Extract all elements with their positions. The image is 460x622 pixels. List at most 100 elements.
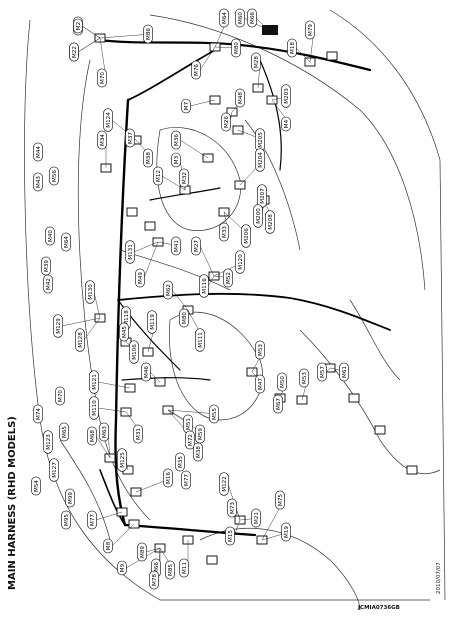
connector-label-18: M205 xyxy=(255,128,265,152)
connector-label-31: M40 xyxy=(45,226,55,246)
connector-label-text: M40 xyxy=(48,230,54,242)
connector-label-text: M120 xyxy=(238,254,244,270)
connector-label-92: M21 xyxy=(251,508,261,528)
leader-line-43 xyxy=(133,241,159,253)
connector-label-59: M53 xyxy=(299,368,309,388)
connector-label-pill xyxy=(61,510,71,530)
connector-label-28: M204 xyxy=(255,148,265,172)
connector-label-65: M57 xyxy=(317,362,327,382)
connector-label-pill xyxy=(33,172,43,192)
connector-label-pill xyxy=(143,148,153,168)
connector-label-text: M61 xyxy=(342,366,348,378)
figure-code: JCMIA0736GB xyxy=(358,605,400,611)
connector-label-text: M53 xyxy=(258,344,264,356)
leader-line-24 xyxy=(161,175,186,191)
body-outline-8 xyxy=(59,439,111,541)
leader-line-93 xyxy=(111,523,135,547)
leader-line-91 xyxy=(95,511,123,521)
connector-label-10: M70 xyxy=(97,68,107,88)
connector-label-pill xyxy=(273,394,283,414)
connector-label-40: M64 xyxy=(61,232,71,252)
connector-label-3: M64 xyxy=(219,8,229,28)
connector-label-12: M76 xyxy=(191,60,201,80)
connector-label-19: M34 xyxy=(97,130,107,150)
connector-label-text: M36 xyxy=(174,134,180,146)
connector-label-text: M208 xyxy=(268,214,274,230)
connector-body-14 xyxy=(126,207,138,217)
connector-label-94: M19 xyxy=(281,522,291,542)
connector-label-text: M74 xyxy=(36,408,42,420)
connector-label-pill xyxy=(255,374,265,394)
connector-label-85: M77 xyxy=(181,470,191,490)
connector-label-pill xyxy=(119,322,129,342)
body-outline-7 xyxy=(199,527,361,611)
connector-label-text: M9 xyxy=(120,563,126,572)
connector-label-text: M38 xyxy=(196,446,202,458)
connector-label-text: M207 xyxy=(260,188,266,204)
connector-label-pill xyxy=(281,116,291,132)
leader-line-5 xyxy=(255,17,269,31)
connector-label-text: M89 xyxy=(140,546,146,558)
connector-label-text: M72 xyxy=(188,434,194,446)
connector-label-text: M42 xyxy=(46,278,52,290)
connector-label-pill xyxy=(181,470,191,490)
connector-label-22: M37 xyxy=(125,128,135,148)
connector-label-pill xyxy=(191,236,201,256)
leader-line-101 xyxy=(81,25,101,39)
connector-label-text: M111 xyxy=(198,332,204,348)
connector-body-39 xyxy=(406,465,418,475)
connector-label-74: M59 xyxy=(195,424,205,444)
connector-label-7: M86 xyxy=(143,24,153,44)
connector-label-pill xyxy=(33,404,43,424)
connector-label-pill xyxy=(305,20,315,40)
connector-label-text: M70 xyxy=(58,390,64,402)
connector-label-95: M9 xyxy=(117,560,127,576)
connector-label-102: M22 xyxy=(69,42,79,62)
connector-label-pill xyxy=(317,362,327,382)
connector-label-text: M76 xyxy=(194,64,200,76)
connector-label-pill xyxy=(185,430,195,450)
connector-label-13: M7 xyxy=(181,98,191,114)
connector-label-text: M53 xyxy=(302,372,308,384)
connector-label-41: M42 xyxy=(43,274,53,294)
connector-label-text: M130 xyxy=(88,284,94,300)
connector-label-text: M68 xyxy=(90,430,96,442)
connector-label-pill xyxy=(221,112,231,132)
connector-label-68: M50 xyxy=(277,372,287,392)
connector-label-text: M118 xyxy=(124,310,130,326)
leader-line-48 xyxy=(61,317,101,327)
connector-label-57: M53 xyxy=(255,340,265,360)
connector-label-72: M46 xyxy=(141,362,151,382)
connector-label-pill xyxy=(287,38,297,58)
connector-label-text: M64 xyxy=(64,236,70,248)
connector-label-36: M33 xyxy=(219,222,229,242)
connector-label-text: M33 xyxy=(222,226,228,238)
connector-label-14: M48 xyxy=(235,88,245,108)
connector-label-text: M60 xyxy=(238,12,244,24)
connector-label-text: M34 xyxy=(100,134,106,146)
body-outline-5 xyxy=(169,311,263,421)
connector-label-text: M67 xyxy=(276,398,282,410)
connector-label-49: M45 xyxy=(119,322,129,342)
connector-label-pill xyxy=(235,250,245,274)
connector-label-text: M62 xyxy=(166,284,172,296)
connector-label-75: M123 xyxy=(43,430,53,454)
connector-body-32 xyxy=(206,555,218,565)
connector-label-69: M51 xyxy=(183,414,193,434)
connector-label-text: M41 xyxy=(174,240,180,252)
connector-label-text: M127 xyxy=(52,462,58,478)
connector-label-pill xyxy=(231,38,241,58)
connector-label-55: M128 xyxy=(75,328,85,352)
connector-label-text: M123 xyxy=(46,434,52,450)
connector-label-text: M8 xyxy=(106,541,112,550)
connector-label-pill xyxy=(251,52,261,72)
body-outline-0 xyxy=(24,19,430,601)
connector-label-pill xyxy=(175,452,185,472)
connector-label-54: M52 xyxy=(223,268,233,288)
connector-labels: M14M23M64M60M66M80M86M18M79M70M28M76M7M4… xyxy=(31,8,349,590)
connector-label-text: M55 xyxy=(212,408,218,420)
connector-label-text: M35 xyxy=(178,456,184,468)
connector-label-76: M31 xyxy=(133,424,143,444)
connector-label-pill xyxy=(99,422,109,442)
connector-label-text: M119 xyxy=(150,314,156,330)
